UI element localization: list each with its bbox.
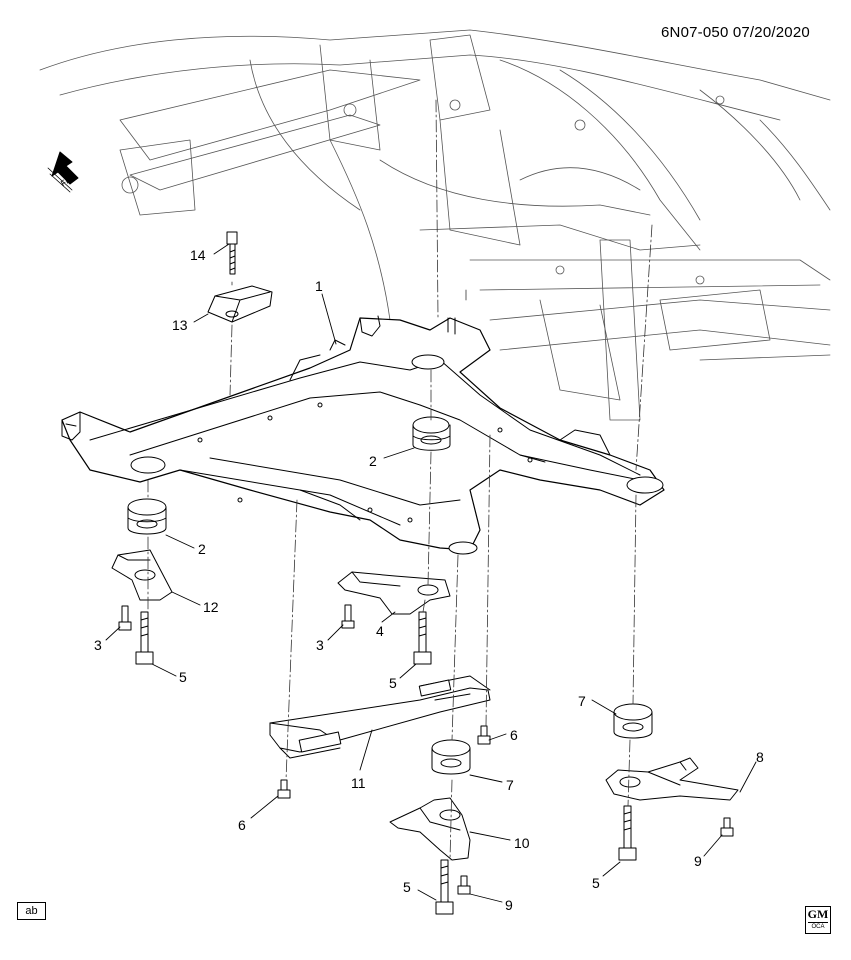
callout-1: 1 <box>315 278 323 294</box>
callout-5c: 5 <box>592 875 600 891</box>
callout-14: 14 <box>190 247 206 263</box>
callout-5d: 5 <box>403 879 411 895</box>
callout-6b: 6 <box>238 817 246 833</box>
front-arrow-icon <box>47 151 79 193</box>
callout-9b: 9 <box>505 897 513 913</box>
callout-3a: 3 <box>94 637 102 653</box>
long-bolt-part-5c <box>618 805 637 861</box>
bracket-part-4 <box>337 571 451 615</box>
callout-13: 13 <box>172 317 188 333</box>
long-bolt-part-5a <box>135 611 154 665</box>
gm-logo-text: GM <box>807 907 829 921</box>
cross-brace-part-11 <box>269 675 491 759</box>
bracket-part-12 <box>111 549 173 601</box>
callout-9a: 9 <box>694 853 702 869</box>
small-bolt-part-3a <box>118 605 132 631</box>
callout-8: 8 <box>756 749 764 765</box>
engine-cradle-frame-part-1 <box>61 315 665 555</box>
callout-3b: 3 <box>316 637 324 653</box>
bolt-part-6a <box>477 725 491 745</box>
bracket-part-10 <box>389 797 471 861</box>
callout-7a: 7 <box>578 693 586 709</box>
callout-12: 12 <box>203 599 219 615</box>
callout-5a: 5 <box>179 669 187 685</box>
alignment-lines <box>147 99 653 861</box>
bolt-part-6b <box>277 779 291 799</box>
small-bolt-part-3b <box>341 604 355 629</box>
bushing-part-7a <box>613 703 653 739</box>
bolt-part-14 <box>226 231 238 275</box>
mount-bracket-part-13 <box>207 285 273 323</box>
callout-7b: 7 <box>506 777 514 793</box>
vehicle-underbody <box>39 29 831 421</box>
callout-2b: 2 <box>198 541 206 557</box>
bracket-part-8 <box>605 757 739 801</box>
callout-4: 4 <box>376 623 384 639</box>
long-bolt-part-5d <box>435 859 454 915</box>
small-bolt-part-9a <box>720 817 734 837</box>
callout-2a: 2 <box>369 453 377 469</box>
callout-5b: 5 <box>389 675 397 691</box>
callout-leaders <box>105 243 757 903</box>
callout-10: 10 <box>514 835 530 851</box>
long-bolt-part-5b <box>413 611 432 665</box>
bushing-part-2a <box>412 416 451 451</box>
bushing-part-7b <box>431 739 471 775</box>
small-bolt-part-9b <box>457 875 471 895</box>
gm-logo: GM OCA <box>805 906 831 934</box>
callout-11: 11 <box>351 775 366 791</box>
diagram-reference-code: 6N07-050 07/20/2020 <box>661 24 810 41</box>
view-tag: ab <box>17 902 46 920</box>
gm-logo-subtext: OCA <box>808 922 828 932</box>
bushing-part-2b <box>127 498 167 535</box>
callout-6a: 6 <box>510 727 518 743</box>
